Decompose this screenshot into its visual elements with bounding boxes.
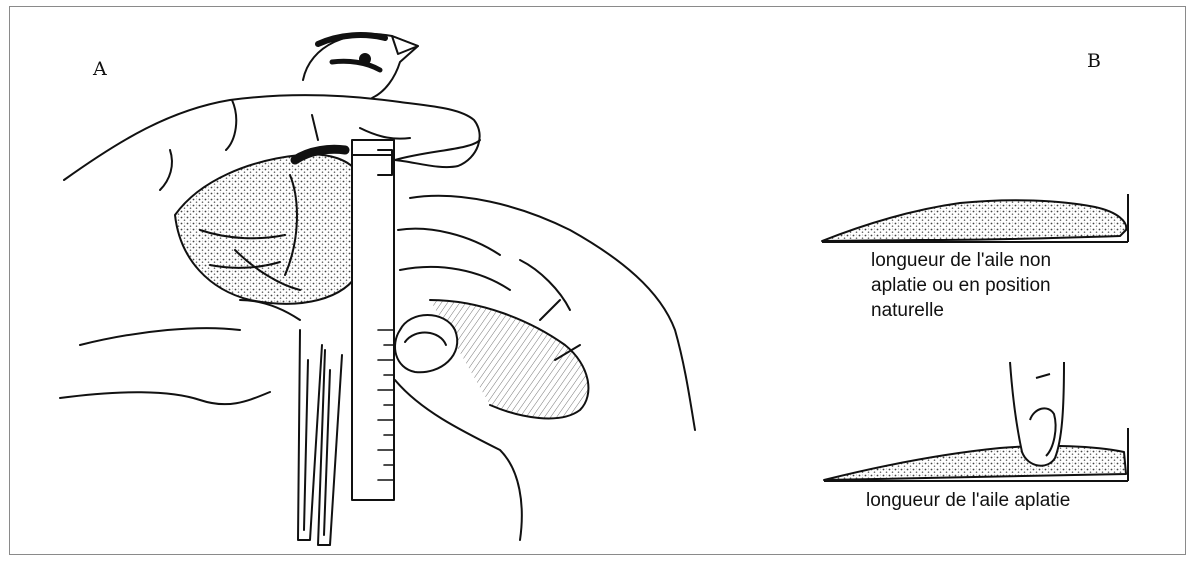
flattened-wing-caption: longueur de l'aile aplatie: [866, 488, 1070, 513]
natural-wing-profile-drawing: [822, 194, 1128, 242]
panel-b-label: B: [1087, 50, 1101, 72]
bird-head-drawing: [303, 34, 418, 98]
flattened-wing-profile-drawing: [824, 362, 1128, 481]
bird-wing-drawing: [175, 149, 370, 545]
measuring-ruler-drawing: [352, 140, 394, 500]
hand-measuring-illustration: [60, 34, 695, 545]
lower-hand-drawing: [395, 196, 695, 540]
panel-a-label: A: [93, 58, 107, 80]
natural-wing-caption: longueur de l'aile non aplatie ou en pos…: [871, 248, 1051, 323]
left-hand-drawing: [60, 250, 300, 404]
